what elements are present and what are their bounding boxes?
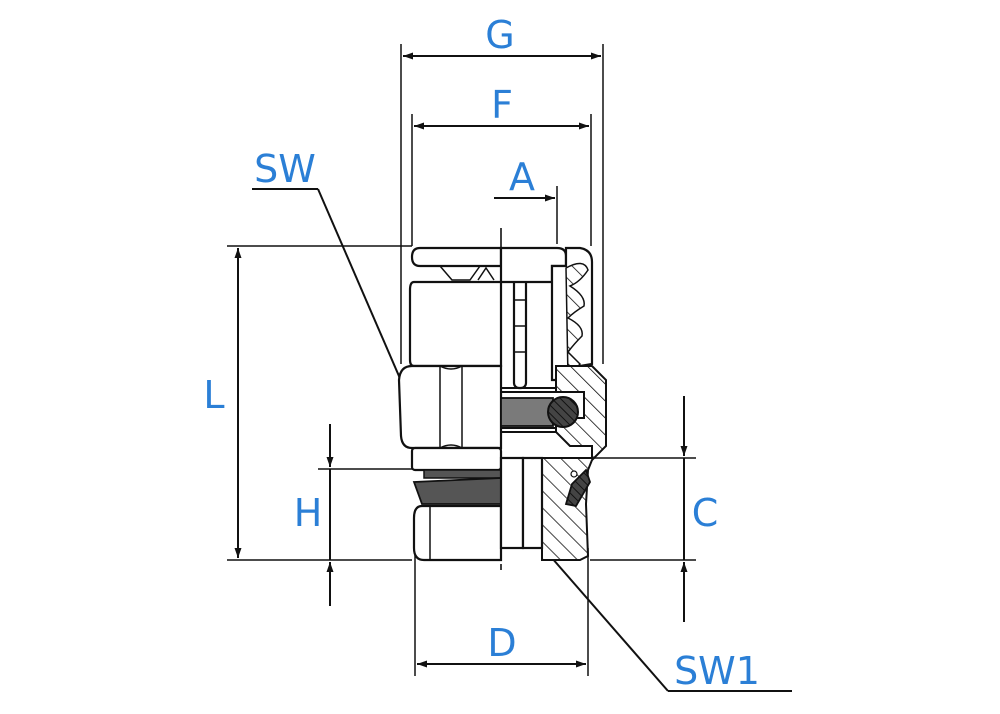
dimension-d: D — [414, 548, 589, 676]
thread-seal-section — [564, 468, 591, 508]
lower-bore — [521, 456, 544, 550]
dimension-a: A — [494, 155, 558, 244]
gasket-seal — [412, 477, 502, 505]
label-l: L — [203, 373, 224, 417]
leader-sw: SW — [252, 147, 419, 421]
label-sw: SW — [254, 147, 316, 191]
fitting-exterior — [397, 246, 503, 562]
dimension-c: C — [590, 396, 718, 622]
dimension-g: G — [400, 13, 604, 364]
release-collar — [410, 246, 503, 268]
label-g: G — [485, 13, 514, 57]
bottom-thread — [412, 504, 503, 562]
collar-tine-2 — [477, 266, 495, 281]
dimension-l: L — [203, 245, 412, 561]
label-d: D — [487, 621, 516, 665]
lower-passage — [499, 456, 525, 550]
label-f: F — [491, 83, 513, 127]
dimension-f: F — [411, 83, 592, 246]
dimension-h: H — [294, 424, 416, 606]
hex-nut — [397, 364, 503, 450]
gasket-top — [423, 469, 502, 479]
oring-groove — [500, 397, 554, 427]
collet-sleeve — [512, 268, 528, 390]
lower-shoulder — [410, 446, 503, 472]
label-c: C — [692, 491, 719, 535]
fitting-section — [499, 246, 607, 561]
leader-sw1: SW1 — [530, 533, 792, 693]
label-sw1: SW1 — [674, 649, 760, 693]
collar-tine — [439, 265, 481, 281]
oring — [547, 396, 579, 428]
upper-body — [408, 280, 503, 368]
label-h: H — [294, 491, 323, 535]
label-a: A — [509, 155, 535, 199]
